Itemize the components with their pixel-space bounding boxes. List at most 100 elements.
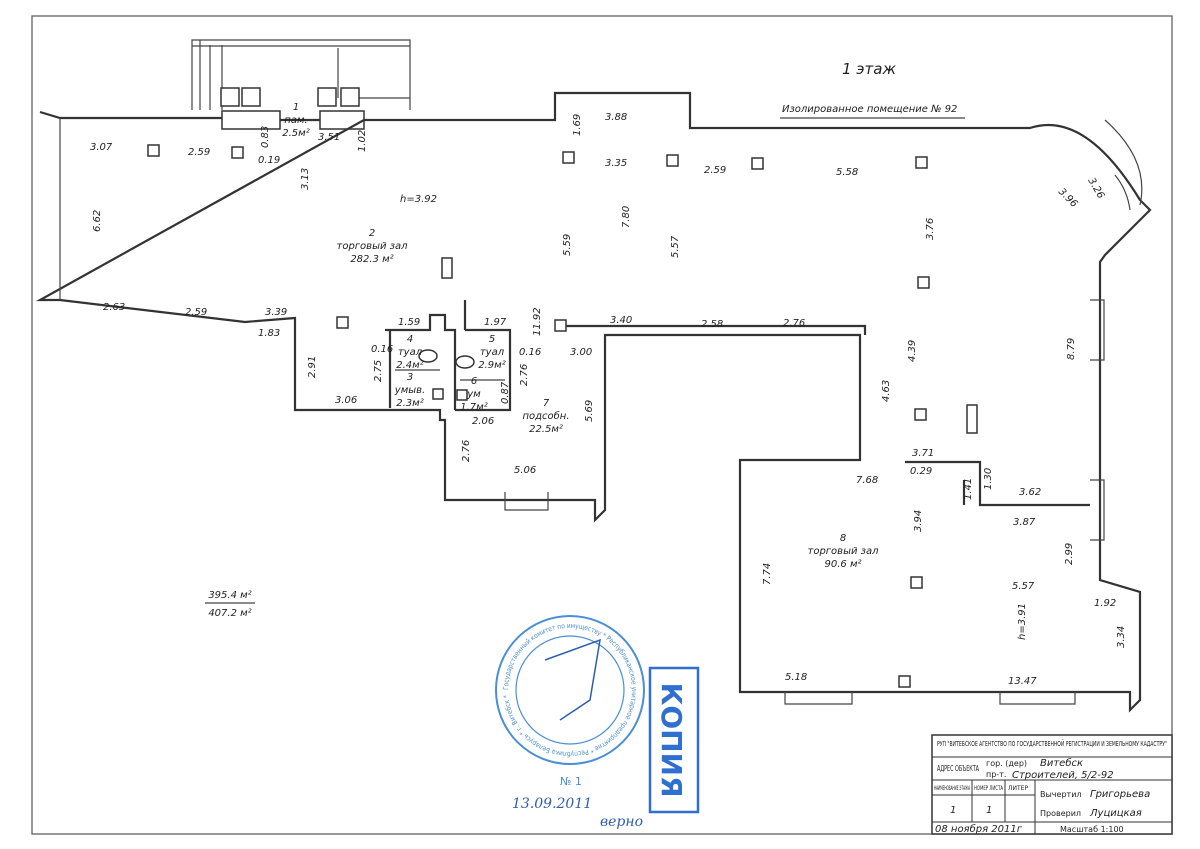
dimension-label: 0.16 — [519, 347, 541, 358]
room-number: 5 — [489, 334, 495, 345]
dimension-label: 1.02 — [357, 130, 368, 152]
dimension-label: 3.96 — [1056, 186, 1080, 210]
room-area: 2.3м² — [396, 398, 423, 409]
room-area: 90.6 м² — [825, 559, 862, 570]
ceiling-height-label: h=3.91 — [1017, 603, 1028, 640]
dimension-label: 3.62 — [1019, 487, 1041, 498]
dimension-label: 5.69 — [584, 400, 595, 422]
signature — [544, 638, 601, 721]
col-floor-header: НАИМЕНОВАНИЕ ЭТАЖА — [934, 785, 970, 792]
dimension-label: 7.74 — [762, 563, 773, 585]
city-label: гор. (дер) — [986, 759, 1027, 768]
stamp-date: 13.09.2011 — [512, 796, 592, 812]
dimension-label: 4.39 — [907, 340, 918, 362]
ceiling-height-label: h=3.92 — [400, 194, 437, 205]
dimension-label: 3.88 — [605, 112, 627, 123]
room-area: 2.4м² — [396, 360, 423, 371]
room-name: туал — [480, 347, 505, 358]
room-number: 4 — [407, 334, 413, 345]
sheet-value: 1 — [986, 805, 992, 816]
room-area: 2.5м² — [282, 128, 309, 139]
col-sheet-header: НОМЕР ЛИСТА — [974, 785, 1004, 792]
dimension-label: 3.94 — [913, 510, 924, 532]
dimension-label: 0.16 — [371, 344, 393, 355]
stamp-ring-text: Государственный комитет по имуществу * Р… — [502, 622, 638, 758]
room-name: умыв. — [394, 385, 425, 396]
dimension-label: 5.18 — [785, 672, 807, 683]
walls — [35, 39, 1152, 713]
dimension-label: 3.87 — [1013, 517, 1036, 528]
col-letter-header: ЛИТЕР — [1008, 785, 1028, 792]
checked-by: Луцицкая — [1089, 808, 1142, 819]
room-name: туал — [398, 347, 423, 358]
area-total: 407.2 м² — [208, 608, 251, 619]
drawn-label: Вычертил — [1040, 790, 1082, 799]
checked-label: Проверил — [1040, 809, 1081, 818]
dimension-label: 1.97 — [484, 317, 507, 328]
floor-value: 1 — [950, 805, 956, 816]
dimension-label: 3.51 — [318, 132, 340, 143]
room-name: ум — [466, 389, 481, 400]
dimension-label: 3.00 — [570, 347, 592, 358]
dimension-label: 5.57 — [1012, 581, 1035, 592]
city-value: Витебск — [1040, 757, 1083, 769]
floor-title: 1 этаж — [842, 60, 896, 78]
dimension-label: 3.13 — [300, 168, 311, 190]
dimension-label: 3.35 — [605, 158, 627, 169]
dimension-label: 2.99 — [1064, 543, 1075, 565]
dimension-label: 3.40 — [610, 315, 632, 326]
room-area: 1.7м² — [460, 402, 487, 413]
dimension-label: 2.75 — [373, 360, 384, 382]
dimension-label: 5.59 — [562, 234, 573, 256]
dimension-label: 2.06 — [472, 416, 494, 427]
room-area: 282.3 м² — [350, 254, 393, 265]
dimension-label: 4.63 — [881, 380, 892, 402]
dimension-label: 7.68 — [856, 475, 878, 486]
dimension-label: 13.47 — [1008, 676, 1037, 687]
room-name: подсобн. — [522, 410, 569, 422]
official-stamp: Государственный комитет по имуществу * Р… — [495, 615, 645, 830]
drawn-by: Григорьева — [1090, 789, 1150, 800]
svg-text:Государственный комитет по иму: Государственный комитет по имуществу * Р… — [502, 622, 638, 758]
room-area: 22.5м² — [529, 424, 563, 435]
dimension-label: 3.34 — [1116, 626, 1127, 648]
dimension-label: 1.41 — [963, 478, 974, 500]
dimension-label: 3.71 — [912, 448, 934, 459]
room-number: 1 — [293, 102, 299, 113]
dimension-label: 6.62 — [92, 210, 103, 232]
dimension-label: 0.19 — [258, 155, 280, 166]
dimension-label: 2.76 — [783, 318, 805, 329]
dimension-label: 5.57 — [670, 235, 681, 258]
dimension-label: 3.26 — [1085, 176, 1106, 201]
dimension-label: 2.59 — [185, 307, 207, 318]
dimension-label: 1.92 — [1094, 598, 1116, 609]
room-area: 2.9м² — [478, 360, 505, 371]
copy-mark: КОПИЯ — [648, 666, 700, 814]
sheet-frame — [31, 15, 1173, 835]
stamp-note: верно — [600, 814, 643, 830]
dimension-label: 1.30 — [983, 468, 994, 490]
dimension-label: 0.87 — [500, 381, 511, 404]
dimension-label: 8.79 — [1066, 338, 1077, 360]
stamp-center: № 1 — [560, 775, 582, 788]
dimension-label: 5.58 — [836, 167, 858, 178]
dimension-label: 2.59 — [704, 165, 726, 176]
copy-label: КОПИЯ — [655, 682, 688, 797]
room-number: 8 — [840, 533, 846, 544]
dimension-label: 2.76 — [519, 364, 530, 386]
room-number: 6 — [471, 376, 477, 387]
dimension-label: 11.92 — [532, 307, 543, 336]
dimension-label: 1.59 — [398, 317, 420, 328]
address-label: АДРЕС ОБЪЕКТА — [937, 764, 979, 773]
org-name: РУП "ВИТЕБСКОЕ АГЕНТСТВО ПО ГОСУДАРСТВЕН… — [937, 739, 1167, 748]
dimension-label: 5.06 — [514, 465, 536, 476]
dimension-label: 2.59 — [188, 147, 210, 158]
dimension-label: 2.58 — [701, 319, 723, 330]
dimension-label: 3.39 — [265, 307, 287, 318]
street-value: Строителей, 5/2-92 — [1012, 770, 1114, 781]
dimension-label: 1.83 — [258, 328, 280, 339]
dimension-label: 7.80 — [621, 206, 632, 228]
